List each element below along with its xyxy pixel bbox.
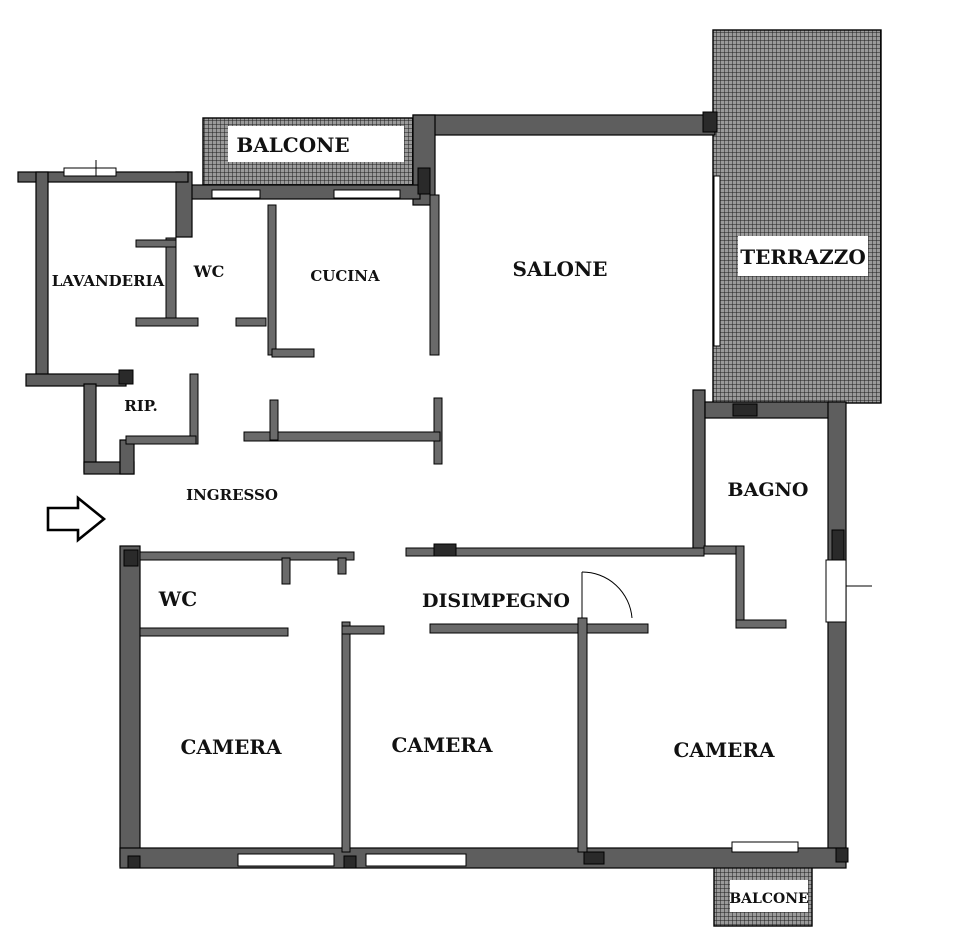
label-lavanderia: LAVANDERIA <box>52 272 165 290</box>
label-camera-3: CAMERA <box>674 738 775 762</box>
label-disimpegno: DISIMPEGNO <box>422 590 570 612</box>
label-terrazzo: TERRAZZO <box>740 245 866 269</box>
label-ingresso: INGRESSO <box>186 486 278 504</box>
windows <box>63 160 872 867</box>
label-cucina: CUCINA <box>310 267 380 285</box>
label-wc-top: WC <box>193 262 225 281</box>
terrazzo-area <box>712 29 882 404</box>
arrow-right-icon <box>46 495 107 543</box>
door-swing <box>581 571 633 619</box>
label-salone: SALONE <box>513 257 608 281</box>
label-bagno: BAGNO <box>728 479 809 501</box>
label-camera-2: CAMERA <box>392 733 493 757</box>
label-wc-bottom: WC <box>158 587 197 611</box>
label-balcone-bottom: BALCONE <box>729 891 808 907</box>
balcone-bottom-area <box>713 861 813 927</box>
label-balcone-top: BALCONE <box>236 133 349 157</box>
label-rip: RIP. <box>124 397 158 415</box>
room-labels: BALCONE TERRAZZO LAVANDERIA WC CUCINA SA… <box>52 133 866 907</box>
label-camera-1: CAMERA <box>181 735 282 759</box>
pillars <box>118 111 849 869</box>
balcone-top-area <box>202 117 414 191</box>
interior-walls <box>125 194 787 853</box>
